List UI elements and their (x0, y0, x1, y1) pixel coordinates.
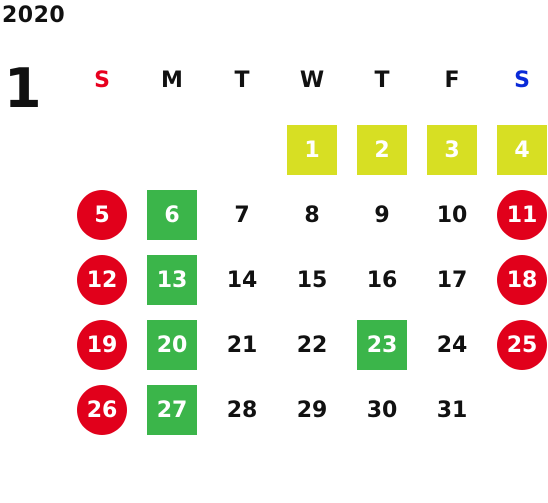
day-cell[interactable]: 7 (234, 202, 250, 228)
day-cell[interactable]: 15 (296, 267, 328, 293)
day-cell[interactable]: 25 (497, 320, 547, 370)
weekday-label: F (444, 68, 460, 93)
day-cell[interactable]: 10 (436, 202, 468, 228)
day-cell[interactable]: 27 (147, 385, 197, 435)
day-cell[interactable]: 11 (497, 190, 547, 240)
day-cell[interactable]: 28 (226, 397, 258, 423)
day-cell[interactable]: 5 (77, 190, 127, 240)
day-cell[interactable]: 1 (287, 125, 337, 175)
day-cell[interactable]: 22 (296, 332, 328, 358)
day-cell[interactable]: 29 (296, 397, 328, 423)
weekday-label: T (374, 68, 390, 93)
day-cell[interactable]: 12 (77, 255, 127, 305)
day-cell[interactable]: 18 (497, 255, 547, 305)
weekday-label: T (234, 68, 250, 93)
day-cell[interactable]: 2 (357, 125, 407, 175)
day-cell[interactable]: 30 (366, 397, 398, 423)
day-cell[interactable]: 19 (77, 320, 127, 370)
year-label: 2020 (2, 3, 66, 28)
weekday-label: S (514, 68, 530, 93)
day-cell[interactable]: 20 (147, 320, 197, 370)
month-number: 1 (4, 57, 42, 120)
day-cell[interactable]: 4 (497, 125, 547, 175)
day-cell[interactable]: 3 (427, 125, 477, 175)
day-cell[interactable]: 9 (374, 202, 390, 228)
day-cell[interactable]: 31 (436, 397, 468, 423)
day-cell[interactable]: 6 (147, 190, 197, 240)
day-cell[interactable]: 26 (77, 385, 127, 435)
day-cell[interactable]: 21 (226, 332, 258, 358)
weekday-label: M (161, 68, 183, 93)
weekday-label: S (94, 68, 110, 93)
day-cell[interactable]: 17 (436, 267, 468, 293)
day-cell[interactable]: 16 (366, 267, 398, 293)
day-cell[interactable]: 13 (147, 255, 197, 305)
day-cell[interactable]: 8 (304, 202, 320, 228)
day-cell[interactable]: 24 (436, 332, 468, 358)
day-cell[interactable]: 14 (226, 267, 258, 293)
day-cell[interactable]: 23 (357, 320, 407, 370)
weekday-label: W (299, 68, 325, 93)
